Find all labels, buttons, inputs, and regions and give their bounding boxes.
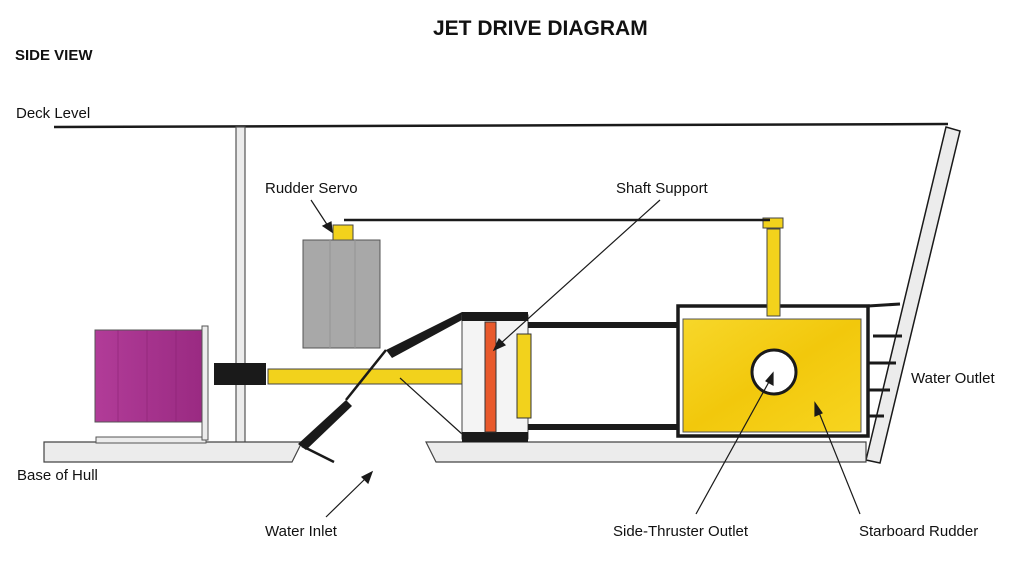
intake-flow-line	[399, 377, 463, 435]
label-starboard-rudder: Starboard Rudder	[859, 523, 979, 540]
jet-tube-top	[528, 322, 678, 328]
shaft-support	[484, 321, 497, 433]
side-thruster-outlet	[750, 348, 798, 396]
diagram-title: JET DRIVE DIAGRAM	[433, 17, 648, 40]
rudder-tiller	[762, 217, 784, 229]
impeller	[516, 333, 532, 419]
label-rudder-servo: Rudder Servo	[265, 180, 358, 197]
label-water-inlet: Water Inlet	[265, 523, 337, 540]
jet-tube-bottom	[528, 424, 678, 430]
label-base-of-hull: Base of Hull	[17, 467, 98, 484]
rudder-box-mount	[867, 302, 901, 308]
transom-wall	[865, 126, 961, 464]
intake-duct-upper	[386, 312, 462, 358]
label-side-thruster-outlet: Side-Thruster Outlet	[613, 523, 749, 540]
rudder-post	[766, 228, 781, 317]
shaft-coupling	[214, 363, 266, 385]
label-water-outlet: Water Outlet	[911, 370, 995, 387]
pump-bottom-plate	[462, 432, 528, 442]
bulkhead-post	[235, 126, 246, 444]
intake-duct-lower	[298, 400, 352, 450]
servo-horn	[332, 224, 354, 241]
label-deck-level: Deck Level	[16, 105, 91, 122]
deck-line	[53, 122, 949, 129]
hull-base-left	[43, 441, 303, 463]
motor-bracket	[201, 325, 209, 441]
hull-base-right	[425, 441, 867, 463]
motor-mount	[95, 436, 207, 444]
view-label: SIDE VIEW	[15, 47, 93, 64]
rudder-servo	[302, 239, 381, 349]
callout-arrows	[310, 199, 861, 518]
intake-lip	[301, 444, 335, 464]
label-shaft-support: Shaft Support	[616, 180, 708, 197]
pump-top-plate	[462, 312, 528, 321]
motor	[94, 329, 203, 423]
